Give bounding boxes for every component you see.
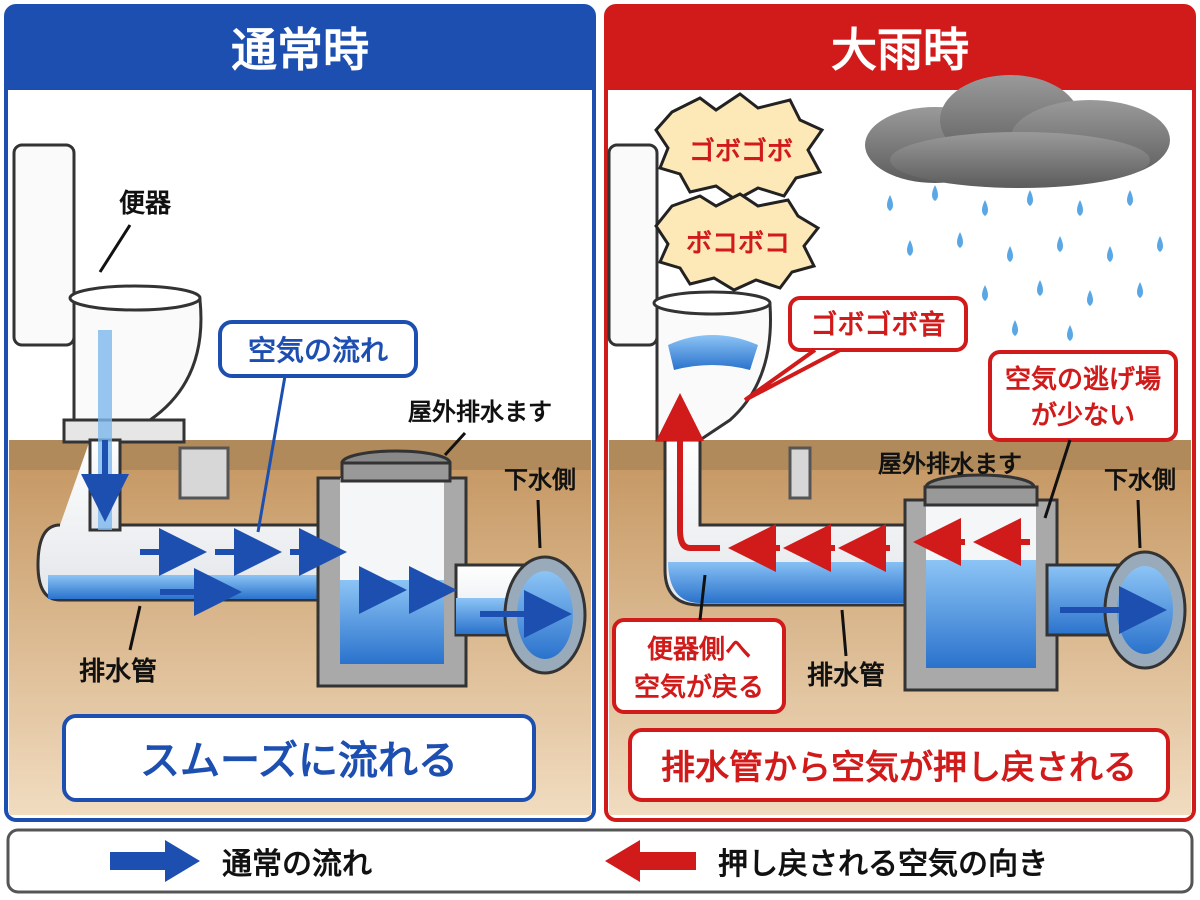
rain-sewer-label: 下水側	[1104, 466, 1176, 494]
rain-panel: 大雨時	[604, 4, 1196, 822]
normal-result-text: スムーズに流れる	[140, 738, 458, 784]
air-escape-label-line2: が少ない	[1031, 400, 1135, 431]
gurgle-burst-2: ボコボコ	[654, 192, 821, 292]
air-flow-label: 空気の流れ	[248, 334, 388, 367]
air-escape-callout: 空気の逃げ場 が少ない	[988, 350, 1178, 519]
rain-drain-pipe-label: 排水管	[807, 661, 885, 691]
normal-basin-label: 屋外排水ます	[408, 398, 552, 426]
legend: 通常の流れ 押し戻される空気の向き	[6, 828, 1194, 894]
normal-result-box: スムーズに流れる	[62, 714, 536, 802]
rain-title: 大雨時	[831, 23, 969, 77]
air-flow-callout: 空気の流れ	[218, 320, 418, 533]
gurgle-noise-callout: ゴボゴボ音	[743, 296, 968, 402]
normal-title: 通常時	[231, 23, 369, 77]
gurgle-burst-1: ゴボゴボ	[654, 92, 825, 202]
air-returns-label-line1: 便器側へ	[647, 635, 751, 665]
normal-flow-arrows	[81, 440, 572, 638]
normal-drain-pipe-label: 排水管	[79, 657, 157, 687]
legend-pushed-air-label: 押し戻される空気の向き	[718, 847, 1048, 882]
normal-panel: 通常時	[4, 4, 596, 822]
normal-outdoor-basin	[316, 449, 468, 688]
gurgle-sound-text-1: ゴボゴボ	[689, 136, 793, 167]
rain-cloud-icon	[865, 75, 1170, 188]
normal-pipe-water	[48, 575, 333, 599]
raindrops-icon	[887, 185, 1163, 341]
gurgle-noise-label: ゴボゴボ音	[811, 309, 946, 341]
legend-normal-flow-label: 通常の流れ	[222, 847, 372, 882]
air-returns-label-line2: 空気が戻る	[634, 672, 764, 703]
rain-result-box: 排水管から空気が押し戻される	[628, 728, 1170, 802]
normal-sewer-label: 下水側	[504, 466, 576, 494]
air-returns-callout: 便器側へ 空気が戻る	[612, 574, 786, 714]
toilet-label: 便器	[119, 189, 172, 219]
air-escape-label-line1: 空気の逃げ場	[1005, 364, 1161, 395]
rain-result-text: 排水管から空気が押し戻される	[661, 748, 1137, 788]
rain-basin-label: 屋外排水ます	[878, 450, 1022, 478]
rain-pushback-arrows	[656, 393, 1030, 572]
gurgle-sound-text-2: ボコボコ	[686, 229, 790, 259]
legend-red-arrow-icon	[605, 840, 696, 882]
rain-outdoor-basin	[903, 473, 1059, 692]
legend-blue-arrow-icon	[110, 840, 200, 882]
legend-frame	[6, 828, 1194, 894]
rain-floor	[609, 440, 1191, 470]
